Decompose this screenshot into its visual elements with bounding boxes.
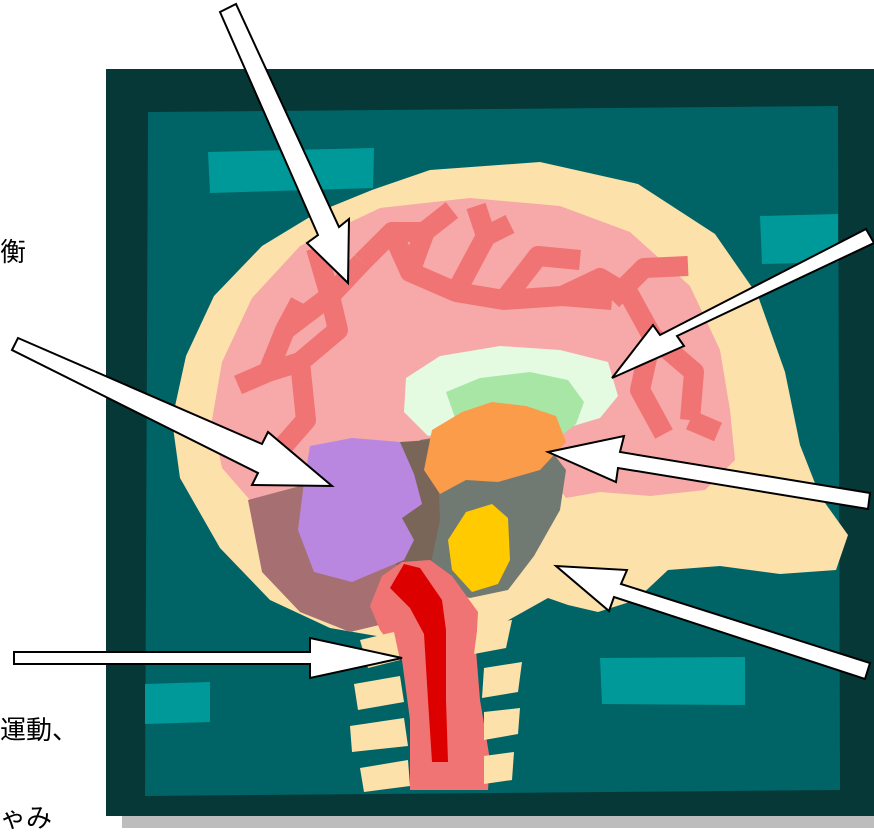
panel-highlight-bottom-right [600, 657, 745, 705]
label-sneeze-fragment: ゃみ [0, 806, 52, 832]
label-motion-fragment: 運動、 [0, 718, 78, 744]
label-balance-fragment: 衡 [0, 240, 26, 266]
panel-highlight-bottom-left [145, 682, 210, 724]
